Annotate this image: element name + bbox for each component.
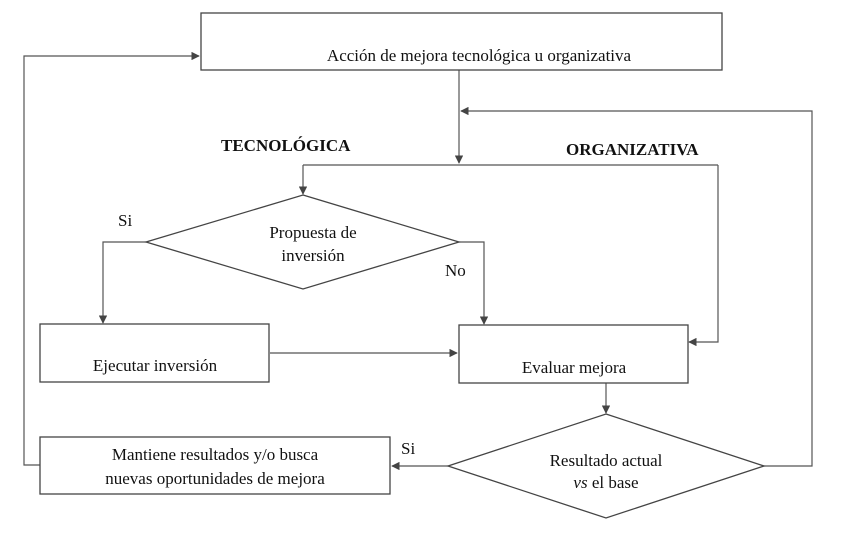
node-action: Acción de mejora tecnológica u organizat… [200, 12, 723, 71]
connector-result-loop-to-action [460, 106, 813, 467]
connector-proposal-no-to-evaluate [459, 241, 489, 325]
node-evaluate: Evaluar mejora [458, 324, 689, 384]
node-result-line2: vs el base [573, 473, 638, 492]
node-proposal-decision: Propuesta de inversión [143, 194, 462, 290]
node-proposal-line1: Propuesta de [269, 223, 356, 242]
branch-label-organizational: ORGANIZATIVA [566, 140, 699, 159]
node-execute: Ejecutar inversión [39, 323, 270, 383]
node-execute-label: Ejecutar inversión [93, 356, 218, 375]
edge-label-proposal-yes: Si [118, 211, 132, 230]
node-evaluate-label: Evaluar mejora [522, 358, 627, 377]
connector-maintain-loop-to-action [23, 51, 200, 466]
edge-label-result-yes: Si [401, 439, 415, 458]
node-maintain-line1: Mantiene resultados y/o busca [112, 445, 319, 464]
node-result-line1: Resultado actual [550, 451, 663, 470]
node-result-line2-rest: el base [588, 473, 639, 492]
branch-label-technological: TECNOLÓGICA [221, 136, 351, 155]
connector-organizational-to-evaluate [688, 165, 719, 347]
node-result-line2-italic: vs [573, 473, 588, 492]
node-result-decision: Resultado actual vs el base [445, 413, 767, 519]
node-maintain-line2: nuevas oportunidades de mejora [105, 469, 325, 488]
connector-proposal-yes-to-execute [98, 241, 146, 324]
edge-label-proposal-no: No [445, 261, 466, 280]
node-proposal-line2: inversión [281, 246, 345, 265]
node-maintain: Mantiene resultados y/o busca nuevas opo… [39, 436, 391, 495]
node-action-label: Acción de mejora tecnológica u organizat… [327, 46, 632, 65]
